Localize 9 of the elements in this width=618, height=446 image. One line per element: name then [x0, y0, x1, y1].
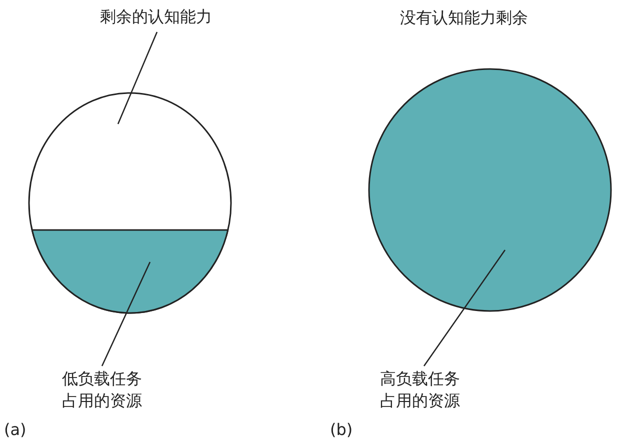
text-label: 低负载任务占用的资源	[62, 368, 143, 412]
text-label: 剩余的认知能力	[100, 6, 213, 28]
leader-line	[101, 262, 151, 366]
panel-label: (a)	[4, 420, 26, 439]
leader-line	[117, 32, 158, 124]
text-label: 高负载任务占用的资源	[380, 368, 461, 412]
leader-line	[423, 250, 506, 366]
text-label: 没有认知能力剩余	[400, 8, 528, 29]
panel-label: (b)	[330, 420, 353, 439]
